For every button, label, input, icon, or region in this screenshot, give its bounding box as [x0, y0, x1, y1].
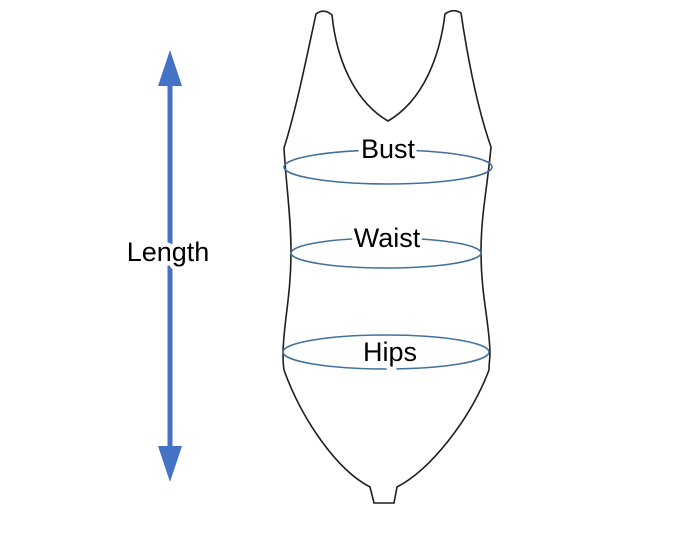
length-label: Length	[127, 237, 210, 267]
hips-measure-ellipse	[282, 334, 490, 370]
arrow-shaft	[167, 80, 173, 452]
bust-measure-ellipse	[283, 149, 493, 185]
arrow-head-up-icon	[158, 50, 182, 86]
hips-label: Hips	[363, 337, 417, 367]
arrow-head-down-icon	[158, 446, 182, 482]
bust-label: Bust	[361, 134, 416, 164]
swimsuit-outline	[282, 9, 492, 504]
waist-label: Waist	[354, 223, 421, 253]
length-arrow	[158, 50, 182, 482]
waist-measure-ellipse	[290, 237, 482, 269]
